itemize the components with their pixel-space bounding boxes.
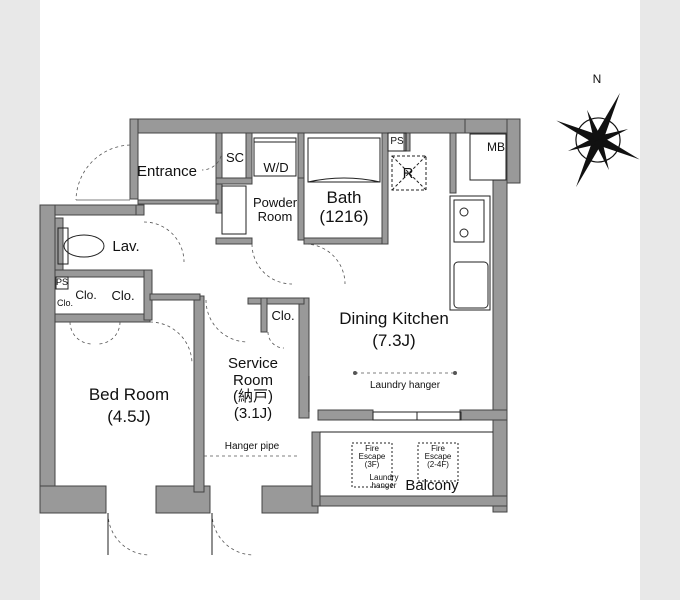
label-laundry-hanger: Laundry hanger — [369, 380, 441, 391]
ps-box-top — [387, 132, 407, 152]
room-label-balcony: Balcony — [405, 477, 459, 494]
room-label-lav: Lav. — [112, 238, 140, 255]
refrigerator-diag-2 — [391, 155, 427, 191]
stove-burner-2 — [459, 228, 469, 238]
wall-lav-right — [135, 204, 145, 216]
fire-escape-hatch-24f — [417, 442, 459, 482]
room-label-wd: W/D — [263, 160, 289, 175]
compass-needle-north — [593, 92, 620, 143]
room-label-ps-top: PS — [390, 136, 404, 147]
wall-closet-top — [54, 269, 151, 278]
compass-north-label: N — [592, 72, 602, 86]
wall-bath-left — [297, 177, 305, 241]
closet-door-swing-1 — [69, 321, 93, 345]
bath-door-curve — [307, 177, 381, 183]
mb-box — [469, 133, 507, 181]
bottom-door-swing-2 — [211, 512, 255, 556]
wall-lav-divider — [54, 217, 64, 271]
powder-sink — [221, 185, 247, 235]
room-label-r: R — [402, 165, 414, 182]
balcony-sash-1 — [372, 411, 418, 421]
label-balcony-laundry-hanger: Laundry hanger — [369, 473, 399, 490]
wall-clo-left — [260, 297, 268, 333]
wall-powder-bottom — [215, 237, 253, 245]
washer-space — [253, 137, 297, 177]
room-label-ps-left: PS — [55, 277, 69, 287]
label-hanger-pipe: Hanger pipe — [224, 441, 280, 452]
closet-door-swing-2 — [97, 321, 121, 345]
wall-bath-bottom — [303, 237, 383, 245]
kitchen-counter — [449, 195, 491, 311]
compass-needle-sw — [567, 136, 600, 151]
wall-bed-top — [54, 313, 151, 323]
toilet-tank — [57, 227, 69, 265]
bottom-door-swing-1 — [107, 512, 151, 556]
wall-wd-right — [297, 132, 305, 184]
wall-top-left — [129, 118, 466, 134]
wall-entrance-left — [129, 118, 139, 200]
service-closet-door-swing — [267, 331, 285, 349]
room-label-bath: Bath(1216) — [319, 188, 369, 226]
wall-dk-bottom-left — [317, 409, 374, 421]
wall-kitchen-right — [449, 132, 457, 194]
wall-dk-bottom-right — [459, 409, 508, 421]
label-fire-escape-2-4f: Fire Escape (2-4F) — [424, 444, 452, 469]
room-label-clo-service: Clo. — [271, 308, 295, 323]
wall-bed-service — [193, 295, 205, 493]
compass-rose — [556, 92, 640, 188]
wall-right-upper — [492, 179, 508, 421]
room-label-mb: MB — [487, 140, 505, 154]
compass-needle-ne — [596, 129, 629, 144]
bathtub — [307, 137, 381, 183]
balcony-sash-2 — [416, 411, 462, 421]
powder-door-swing — [251, 243, 293, 285]
room-label-sc: SC — [225, 150, 245, 165]
laundry-hanger-dot-left — [353, 371, 357, 375]
wall-powder-left — [215, 177, 253, 185]
room-label-entrance: Entrance — [136, 163, 198, 180]
room-label-bed-room: Bed Room (4.5J) — [88, 385, 170, 426]
room-label-service-room: Service Room (納戸) (3.1J) — [227, 355, 279, 422]
ps-box-left — [55, 276, 69, 290]
stove-burner-1 — [459, 207, 469, 217]
wall-entrance-floor — [137, 199, 219, 205]
wall-bottom-a — [39, 485, 107, 514]
wall-mb-right — [506, 118, 521, 184]
compass-needle-se — [594, 138, 609, 171]
room-label-clo-a: Clo. — [75, 288, 97, 302]
entrance-door-swing — [75, 144, 131, 201]
stove — [453, 199, 485, 243]
kitchen-sink — [453, 261, 489, 309]
wall-ps-right — [403, 132, 411, 152]
refrigerator-space — [391, 155, 427, 191]
compass-needle-west — [556, 120, 601, 145]
wall-service-dk — [298, 297, 310, 419]
room-label-clo-b: Clo. — [111, 288, 135, 303]
room-label-dining-kitchen: Dining Kitchen (7.3J) — [339, 309, 449, 350]
fire-escape-hatch-3f — [351, 442, 393, 488]
compass-needle-nw — [587, 109, 602, 142]
compass-needle-south — [576, 137, 603, 188]
toilet-bowl — [63, 234, 105, 258]
room-label-clo-small: Clo. — [56, 298, 74, 308]
wall-balcony-bottom — [317, 495, 508, 507]
refrigerator-diag-1 — [391, 155, 427, 191]
bed-door-swing — [149, 321, 193, 365]
lav-door-swing — [143, 221, 185, 263]
wall-bottom-c — [261, 485, 319, 514]
wall-service-clo — [247, 297, 305, 305]
laundry-hanger-dot-right — [453, 371, 457, 375]
bath-door-swing — [304, 243, 346, 285]
service-door-swing — [205, 299, 249, 343]
wall-bath-right — [381, 132, 389, 245]
wall-balcony-left — [311, 431, 321, 507]
wall-hall-service — [149, 293, 201, 301]
wall-sc-left — [215, 132, 223, 214]
wall-left — [39, 204, 56, 514]
wall-sc-right — [245, 132, 253, 184]
compass-needle-east — [595, 135, 640, 160]
label-fire-escape-3f: Fire Escape (3F) — [358, 444, 386, 469]
